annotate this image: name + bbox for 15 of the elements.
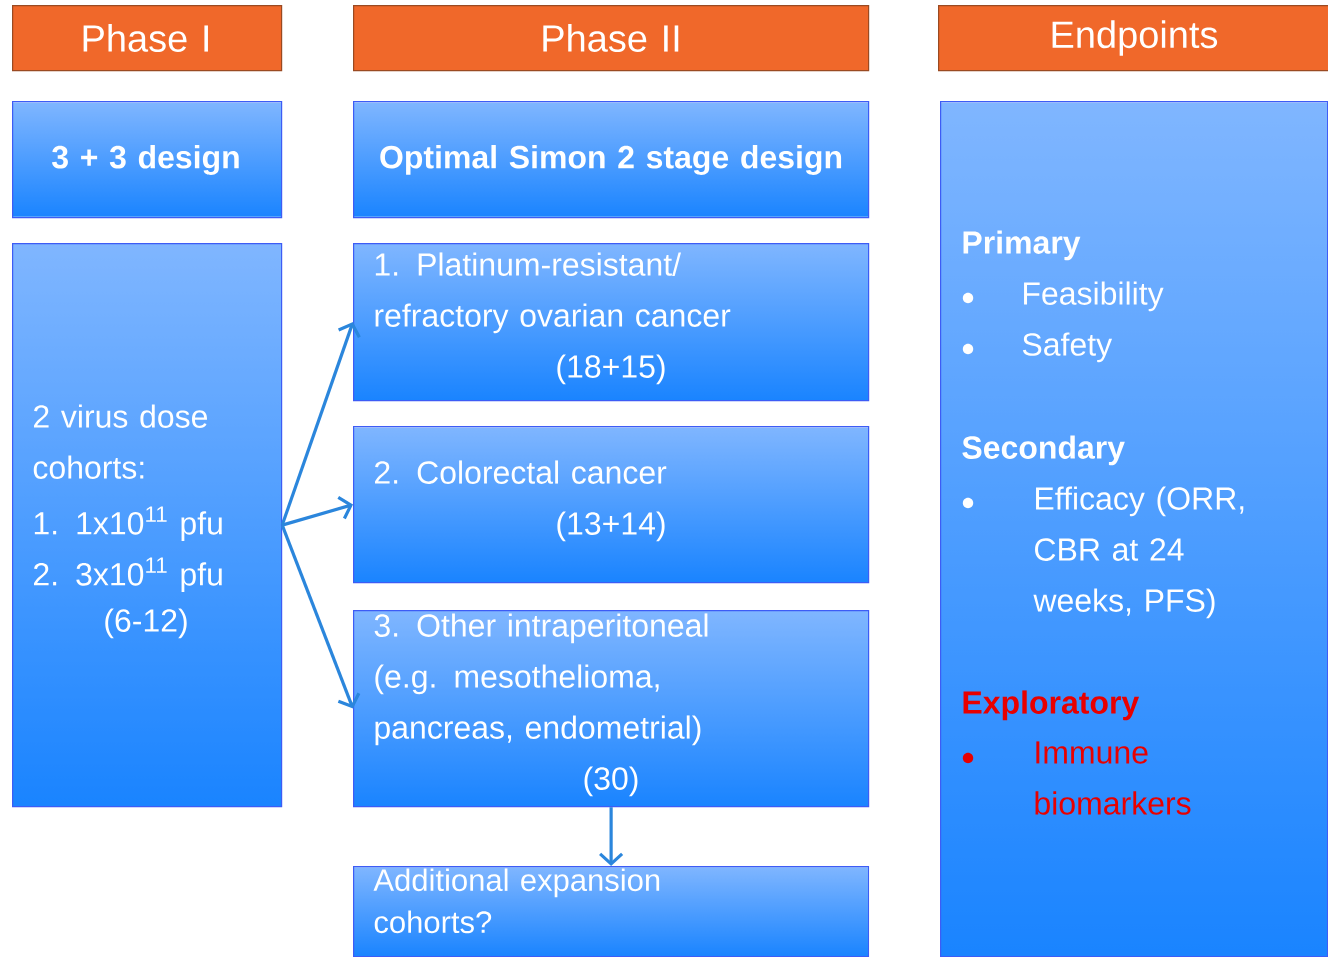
column-header: Endpoints bbox=[938, 5, 1328, 72]
process-box: Optimal Simon 2 stage design bbox=[353, 101, 870, 219]
process-box: Additional expansion cohorts? bbox=[353, 866, 870, 957]
arrow bbox=[281, 496, 353, 527]
process-box: 1. Platinum-resistant/ refractory ovarian cancer (18+15) bbox=[353, 243, 870, 402]
process-box: 2 virus dose cohorts: 1. 1x10$^{11}$ pfu 2. 3x10$^{11}$ pfu (6-12) bbox=[12, 243, 283, 808]
process-box: 3 + 3 design bbox=[12, 101, 283, 219]
column-header: Phase I bbox=[12, 5, 283, 72]
process-box: 2. Colorectal cancer (13+14) bbox=[353, 426, 870, 584]
process-box: Primary Feasibility Safety Secondary Efficacy (ORR, CBR at 24 weeks, PFS) Exploratory Immune biomarkers bbox=[940, 101, 1328, 957]
arrow bbox=[599, 807, 624, 866]
arrow bbox=[280, 322, 361, 526]
process-box: 3. Other intraperitoneal (e.g. mesothelioma, pancreas, endometrial) (30) bbox=[353, 610, 870, 808]
column-header: Phase II bbox=[353, 5, 870, 72]
arrow bbox=[280, 524, 361, 709]
